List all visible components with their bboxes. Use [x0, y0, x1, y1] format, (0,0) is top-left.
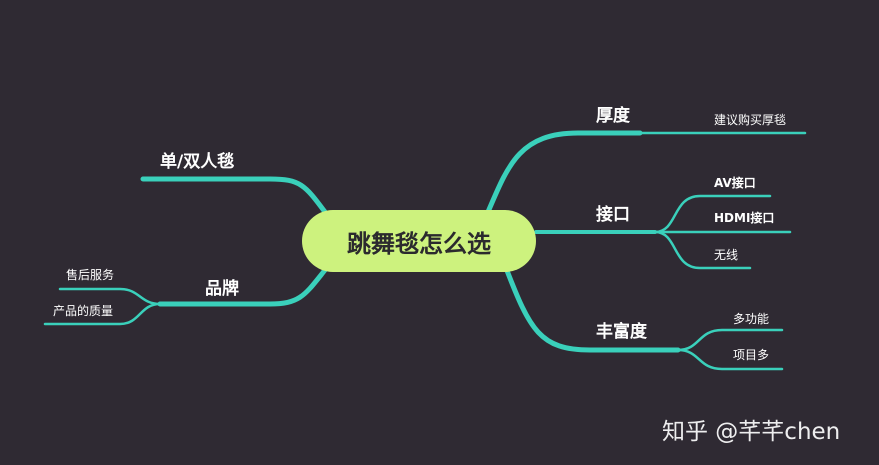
node-interface-hdmi[interactable]: HDMI接口	[714, 211, 775, 225]
node-brand-quality[interactable]: 产品的质量	[53, 304, 114, 318]
node-brand[interactable]: 品牌	[205, 279, 239, 299]
link-richness-items	[676, 348, 784, 371]
node-richness-multifunction[interactable]: 多功能	[733, 312, 770, 326]
link-richness-multi	[676, 328, 784, 352]
root-node[interactable]: 跳舞毯怎么选	[302, 210, 536, 272]
node-interface-wireless[interactable]: 无线	[714, 248, 739, 262]
link-thickness	[485, 130, 643, 215]
node-brand-after-sales[interactable]: 售后服务	[66, 268, 115, 282]
watermark: 知乎 @芊芊chen	[662, 419, 841, 445]
node-thickness[interactable]: 厚度	[596, 106, 630, 126]
node-thickness-buy-thick[interactable]: 建议购买厚毯	[714, 113, 787, 127]
link-brand-quality	[43, 302, 162, 326]
node-richness[interactable]: 丰富度	[596, 322, 647, 342]
node-richness-many-items[interactable]: 项目多	[733, 348, 770, 362]
link-brand	[157, 267, 328, 307]
node-interface-av[interactable]: AV接口	[714, 176, 756, 190]
link-interface-av	[653, 194, 772, 234]
node-interface[interactable]: 接口	[596, 205, 630, 225]
node-single-double[interactable]: 单/双人毯	[160, 152, 235, 172]
link-richness	[503, 265, 681, 353]
link-single-double	[140, 176, 328, 215]
link-interface-wireless	[653, 230, 752, 270]
